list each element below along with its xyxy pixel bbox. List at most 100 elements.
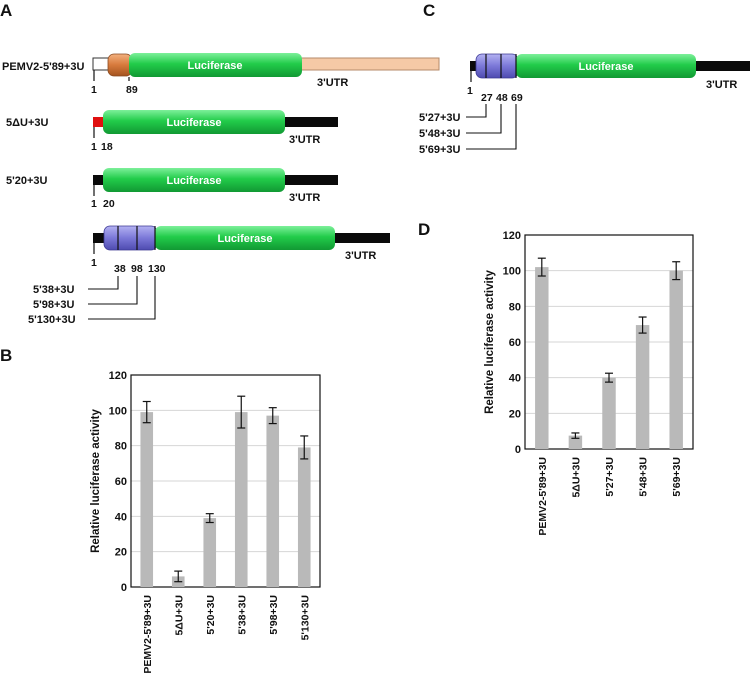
position-label: 69 bbox=[511, 92, 523, 104]
leader-region bbox=[93, 233, 107, 243]
bar bbox=[266, 415, 280, 587]
bar bbox=[669, 270, 683, 449]
y-tick-label: 100 bbox=[109, 405, 127, 417]
five-prime-domain bbox=[475, 53, 519, 79]
bar bbox=[568, 435, 583, 449]
utr-label: 3'UTR bbox=[345, 250, 376, 262]
callout-bracket bbox=[466, 104, 487, 118]
luciferase-label: Luciferase bbox=[187, 60, 242, 72]
position-label: 18 bbox=[101, 141, 113, 153]
y-tick-label: 60 bbox=[509, 337, 521, 349]
panel-letter-d: D bbox=[418, 220, 430, 239]
x-category-label: 5'48+3U bbox=[638, 457, 650, 497]
y-tick-label: 80 bbox=[509, 301, 521, 313]
utr-label: 3'UTR bbox=[317, 77, 348, 89]
luciferase-label: Luciferase bbox=[578, 61, 633, 73]
luciferase-box bbox=[103, 110, 285, 134]
position-label: 1 bbox=[91, 257, 97, 269]
panel-letter-a: A bbox=[0, 1, 12, 20]
construct-5du-3u: 5ΔU+3U Luciferase 3'UTR 1 18 bbox=[6, 110, 338, 153]
five-prime-domain bbox=[103, 225, 158, 251]
construct-pemv2-5-89-3u: PEMV2-5'89+3U Luciferase 3'UTR 1 89 bbox=[2, 53, 440, 96]
position-label: 89 bbox=[126, 84, 138, 96]
callout-bracket bbox=[88, 276, 156, 320]
position-label: 130 bbox=[148, 263, 166, 275]
construct-label: 5'20+3U bbox=[6, 175, 48, 187]
callout-bracket bbox=[88, 276, 119, 290]
position-label: 27 bbox=[481, 92, 493, 104]
x-category-label: PEMV2-5'89+3U bbox=[537, 457, 549, 536]
luciferase-box bbox=[516, 54, 696, 78]
construct-5-extension-series: Luciferase 3'UTR 1 38 98 130 5'38+3U 5'9… bbox=[28, 225, 390, 326]
y-tick-label: 40 bbox=[115, 511, 127, 523]
bar bbox=[535, 267, 549, 449]
x-category-label: 5'98+3U bbox=[268, 595, 280, 635]
bar bbox=[234, 412, 248, 587]
luciferase-label: Luciferase bbox=[166, 175, 221, 187]
callout-bracket bbox=[466, 104, 502, 134]
bar bbox=[602, 377, 616, 449]
position-label: 98 bbox=[131, 263, 143, 275]
y-tick-label: 0 bbox=[121, 582, 127, 594]
panel-letter-c: C bbox=[423, 1, 435, 20]
construct-label: 5ΔU+3U bbox=[6, 117, 49, 129]
leader-region bbox=[93, 175, 105, 185]
x-category-label: 5'69+3U bbox=[671, 457, 683, 497]
y-tick-label: 100 bbox=[503, 266, 521, 278]
x-category-label: PEMV2-5'89+3U bbox=[142, 595, 154, 674]
utr-region bbox=[282, 175, 338, 185]
x-category-label: 5'130+3U bbox=[299, 595, 311, 640]
callout-label: 5'38+3U bbox=[33, 284, 75, 296]
callout-label: 5'48+3U bbox=[419, 128, 461, 140]
y-tick-label: 60 bbox=[115, 476, 127, 488]
bar bbox=[635, 325, 650, 449]
five-prime-leader bbox=[92, 57, 111, 71]
utr-region bbox=[693, 61, 750, 71]
callout-label: 5'69+3U bbox=[419, 144, 461, 156]
x-category-label: 5ΔU+3U bbox=[570, 457, 582, 498]
bar bbox=[140, 412, 154, 587]
luciferase-box bbox=[103, 168, 285, 192]
callout-bracket bbox=[88, 276, 138, 305]
position-label: 1 bbox=[91, 198, 97, 210]
utr-label: 3'UTR bbox=[706, 79, 737, 91]
position-label: 1 bbox=[91, 84, 97, 96]
utr-label: 3'UTR bbox=[289, 134, 320, 146]
callout-bracket bbox=[466, 104, 517, 150]
cap-domain bbox=[107, 53, 133, 77]
position-label: 1 bbox=[91, 141, 97, 153]
panel-a: A PEMV2-5'89+3U Luciferase 3'UTR 1 89 5Δ… bbox=[0, 1, 440, 326]
callout-label: 5'27+3U bbox=[419, 112, 461, 124]
y-tick-label: 80 bbox=[115, 441, 127, 453]
callout-label: 5'98+3U bbox=[33, 299, 75, 311]
x-category-label: 5'38+3U bbox=[236, 595, 248, 635]
luciferase-label: Luciferase bbox=[166, 117, 221, 129]
bar bbox=[203, 518, 217, 587]
position-label: 1 bbox=[467, 85, 473, 97]
luciferase-box bbox=[155, 226, 335, 250]
plot-frame bbox=[130, 374, 321, 588]
luciferase-label: Luciferase bbox=[217, 233, 272, 245]
position-label: 48 bbox=[496, 92, 508, 104]
utr-region bbox=[333, 233, 390, 243]
callout-label: 5'130+3U bbox=[28, 314, 76, 326]
x-category-label: 5'20+3U bbox=[205, 595, 217, 635]
luciferase-box bbox=[129, 53, 302, 77]
y-tick-label: 20 bbox=[115, 547, 127, 559]
y-tick-label: 120 bbox=[503, 230, 521, 242]
y-tick-label: 40 bbox=[509, 373, 521, 385]
y-axis-label: Relative luciferase activity bbox=[90, 408, 102, 552]
y-tick-label: 20 bbox=[509, 408, 521, 420]
construct-label: PEMV2-5'89+3U bbox=[2, 61, 84, 73]
position-label: 20 bbox=[103, 198, 115, 210]
panel-letter-b: B bbox=[0, 346, 12, 365]
deleted-leader bbox=[93, 117, 105, 127]
construct-5-20-3u: 5'20+3U Luciferase 3'UTR 1 20 bbox=[6, 168, 338, 210]
utr-region bbox=[282, 117, 338, 127]
utr-label: 3'UTR bbox=[289, 192, 320, 204]
